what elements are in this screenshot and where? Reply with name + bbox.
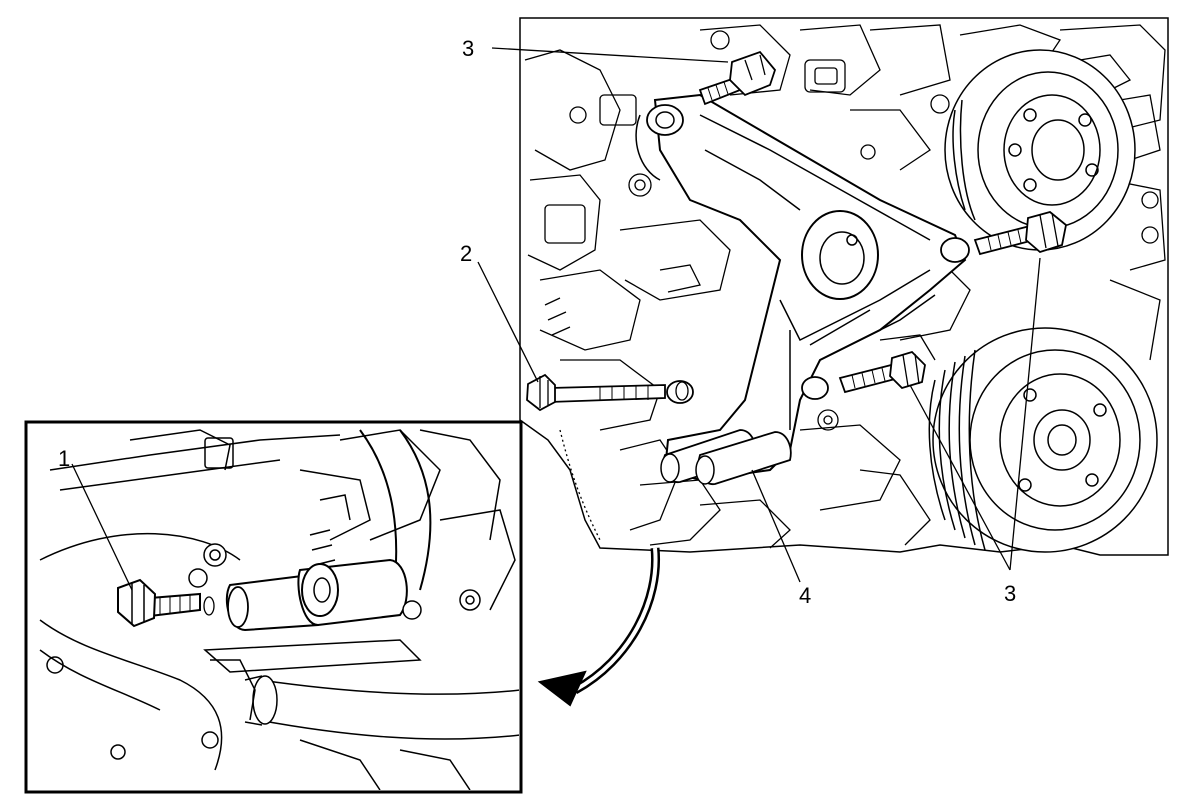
callout-3-bottom: 3 xyxy=(1004,581,1016,606)
callout-2: 2 xyxy=(460,241,472,266)
bolt-middle-long xyxy=(526,373,689,412)
bolt-lower-right xyxy=(838,350,926,394)
detail-inset xyxy=(24,420,523,794)
lower-pulley xyxy=(928,327,1158,553)
bolt-top xyxy=(698,50,777,106)
callout-labels: 3 2 4 3 1 xyxy=(58,36,1016,608)
generator-bracket xyxy=(635,93,970,485)
bolt-right xyxy=(973,211,1067,256)
bracket-sleeves xyxy=(660,429,792,485)
bolt-inset xyxy=(117,578,215,628)
detail-arrow xyxy=(537,547,661,707)
engine-block-detail xyxy=(524,24,1166,549)
leader-lines xyxy=(71,47,1041,591)
callout-3-top: 3 xyxy=(462,36,474,61)
callout-4: 4 xyxy=(799,583,811,608)
callout-1: 1 xyxy=(58,446,70,471)
main-engine-view xyxy=(519,17,1169,556)
